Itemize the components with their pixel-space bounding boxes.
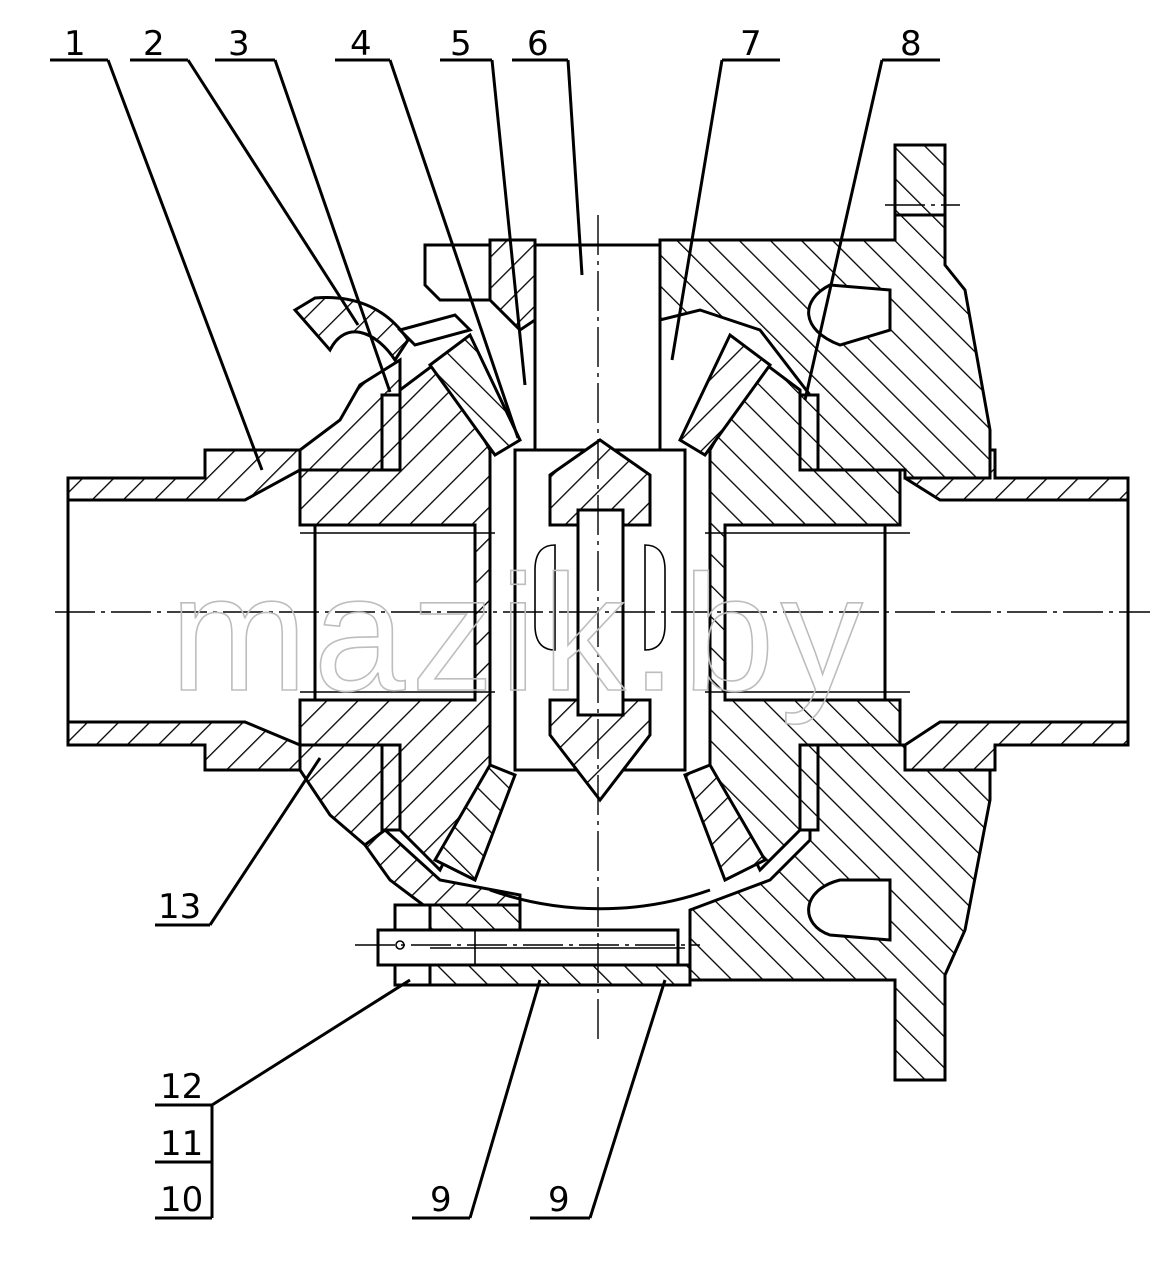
left-thrust-washer: [380, 393, 402, 832]
left-side-gear: [298, 357, 492, 873]
callout-9-left: 9: [430, 1180, 452, 1220]
callout-5: 5: [450, 24, 472, 64]
bottom-bolt: [376, 903, 692, 987]
callout-1: 1: [64, 24, 86, 64]
callout-13: 13: [158, 887, 201, 927]
watermark-text: mazik.by: [170, 541, 869, 725]
right-thrust-washer: [798, 393, 820, 832]
callout-labels: 1 2 3 4 5 6 7 8 13 12 11 10 9 9: [64, 24, 922, 1220]
right-pinion-teeth: [678, 332, 773, 883]
lube-deflector: [292, 296, 473, 363]
top-boss: [423, 238, 537, 332]
callout-7: 7: [740, 24, 762, 64]
callout-3: 3: [228, 24, 250, 64]
callout-2: 2: [143, 24, 165, 64]
callout-6: 6: [527, 24, 549, 64]
callout-4: 4: [350, 24, 372, 64]
right-side-gear: [708, 357, 902, 873]
callout-11: 11: [160, 1124, 203, 1164]
right-axle-tube: [903, 448, 1130, 772]
callout-8: 8: [900, 24, 922, 64]
callout-10: 10: [160, 1180, 203, 1220]
leader-lines: [50, 58, 940, 1220]
callout-9-right: 9: [548, 1180, 570, 1220]
callout-12: 12: [160, 1067, 203, 1107]
left-pinion-teeth: [427, 332, 522, 883]
centre-lines: [55, 204, 1150, 1045]
